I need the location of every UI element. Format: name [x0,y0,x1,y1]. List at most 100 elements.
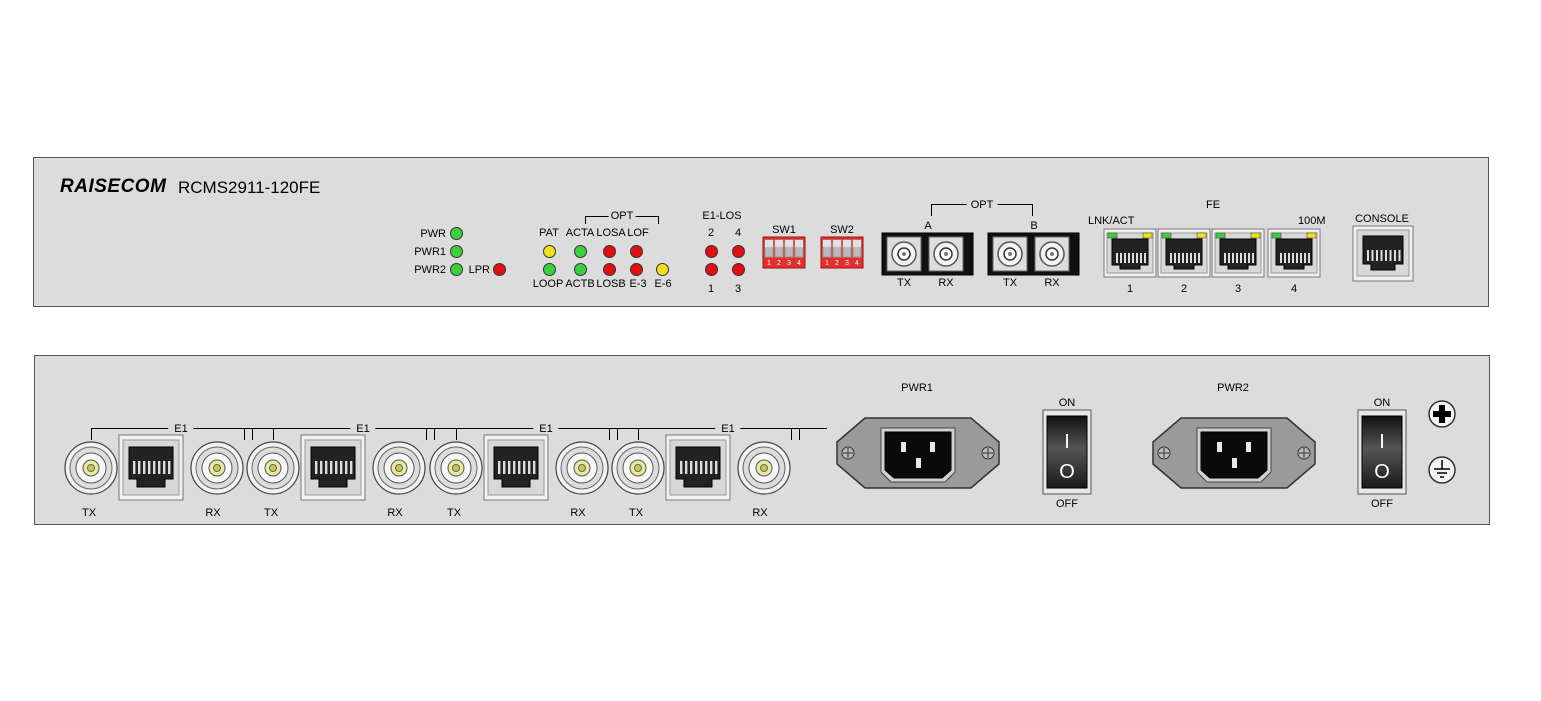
bnc-tx-connector[interactable] [63,440,119,496]
bracket-line [585,216,586,224]
e1-los-label: 1 [707,283,715,295]
bracket-line [609,428,610,440]
e1-tx-label: TX [263,507,279,519]
status-led-label: LOF [627,227,649,239]
opt-port-label: B [1030,220,1038,232]
bnc-rx-connector[interactable] [736,440,792,496]
power-inlet-1[interactable] [836,414,1000,492]
status-led-pwr [450,227,463,240]
bnc-tx-connector[interactable] [428,440,484,496]
e1-group-label: E1 [715,423,741,435]
power-switch-off-label: OFF [1056,498,1078,510]
bracket-line [434,428,435,440]
opt-group-label: OPT [608,210,636,222]
status-led-label: LPR [468,264,490,276]
fe-speed-led [1250,232,1261,239]
bnc-tx-connector[interactable] [610,440,666,496]
dip-switch-label: SW2 [830,224,854,236]
dip-switch-label: SW1 [772,224,796,236]
switch-off-symbol: O [1059,461,1075,483]
bracket-line [252,428,253,440]
power-inlet-label: PWR2 [1217,382,1249,394]
e1-rj45-port[interactable] [300,434,366,501]
status-led-label: ACTB [565,278,595,290]
power-switch-on-label: ON [1058,397,1076,409]
fe-port-1[interactable] [1103,228,1157,278]
model-name: RCMS2911-120FE [178,178,321,197]
bracket-line [931,204,932,216]
status-led-label: LOSA [596,227,626,239]
fe-speed-led [1196,232,1207,239]
bnc-tx-connector[interactable] [245,440,301,496]
e1-los-led [705,245,718,258]
bracket-line [91,428,92,440]
power-switch-1[interactable]: IO [1042,409,1092,495]
status-led-label: ACTA [565,227,595,239]
e1-los-label: 4 [734,227,742,239]
status-led-pwr1 [450,245,463,258]
e1-group-label: E1 [350,423,376,435]
bracket-line [799,428,800,440]
dip-pin-label: 1 [825,260,829,267]
bracket-line [456,428,457,440]
console-port[interactable] [1352,225,1414,282]
switch-on-symbol: I [1379,431,1385,453]
fe-port-2[interactable] [1157,228,1211,278]
fe-link-led [1161,232,1172,239]
dip-pin-label: 4 [797,260,801,267]
fe-port-4[interactable] [1267,228,1321,278]
e1-rx-label: RX [387,507,403,519]
bnc-rx-connector[interactable] [554,440,610,496]
status-led-label: PWR [420,228,446,240]
switch-off-symbol: O [1374,461,1390,483]
status-led-losa [603,245,616,258]
fe-port-3[interactable] [1211,228,1265,278]
status-led-e-6 [656,263,669,276]
status-led-label: LOOP [532,278,564,290]
opt-rx-label: RX [938,277,954,289]
bracket-line [244,428,245,440]
e1-rx-label: RX [570,507,586,519]
status-led-lpr [493,263,506,276]
status-led-label: PWR1 [414,246,446,258]
status-led-label: PAT [539,227,559,239]
ground-icon [1428,456,1456,484]
e1-group-label: E1 [533,423,559,435]
optical-port-b[interactable] [987,232,1080,276]
bnc-rx-connector[interactable] [189,440,245,496]
e1-rj45-port[interactable] [665,434,731,501]
e1-rj45-port[interactable] [118,434,184,501]
bracket-line [791,428,792,440]
e1-los-title: E1-LOS [702,210,742,222]
power-switch-off-label: OFF [1371,498,1393,510]
e1-los-led [732,263,745,276]
fe-speed-label: 100M [1298,215,1326,227]
status-led-label: E-6 [654,278,672,290]
dip-pin-label: 3 [787,260,791,267]
fe-link-led [1271,232,1282,239]
power-switch-on-label: ON [1373,397,1391,409]
e1-rx-label: RX [205,507,221,519]
status-led-acta [574,245,587,258]
e1-tx-label: TX [446,507,462,519]
e1-rj45-port[interactable] [483,434,549,501]
bnc-rx-connector[interactable] [371,440,427,496]
positive-terminal-icon [1428,400,1456,428]
status-led-losb [603,263,616,276]
e1-los-led [732,245,745,258]
e1-los-led [705,263,718,276]
power-switch-2[interactable]: IO [1357,409,1407,495]
fe-speed-led [1306,232,1317,239]
bracket-line [273,428,274,440]
fe-group-label: FE [1205,199,1221,211]
power-inlet-label: PWR1 [901,382,933,394]
power-inlet-2[interactable] [1152,414,1316,492]
optical-port-a[interactable] [881,232,974,276]
status-led-actb [574,263,587,276]
opt-port-label: A [924,220,932,232]
status-led-label: PWR2 [414,264,446,276]
fe-port-number: 3 [1234,283,1242,295]
status-led-pwr2 [450,263,463,276]
